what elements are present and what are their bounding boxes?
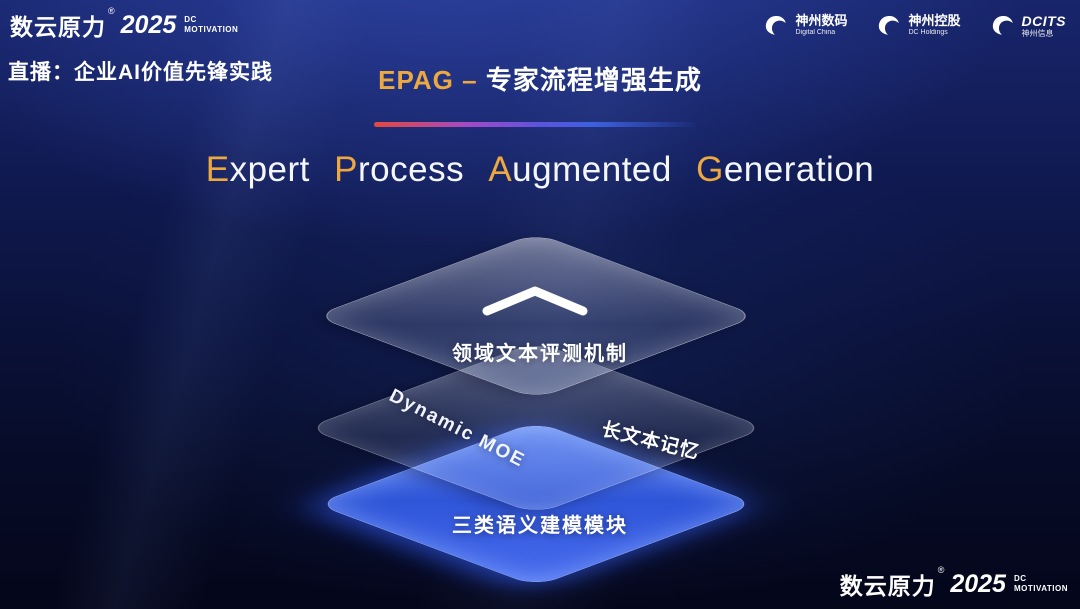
hero-title: Expert Process Augmented Generation bbox=[0, 150, 1080, 190]
hero-rest: ugmented bbox=[512, 150, 672, 189]
page-title-accent: EPAG bbox=[378, 65, 454, 95]
partner-name-en: DCITS bbox=[1021, 12, 1066, 29]
hero-word-generation: Generation bbox=[696, 150, 874, 189]
partner-dcits: DCITS 神州信息 bbox=[989, 12, 1067, 39]
brand-name: 数云原力 bbox=[10, 14, 106, 40]
hero-initial: A bbox=[488, 150, 513, 189]
partner-text: 神州控股 DC Holdings bbox=[908, 13, 961, 37]
hero-rest: xpert bbox=[229, 150, 310, 189]
partner-name-zh: 神州信息 bbox=[1021, 28, 1054, 38]
brand-year: 2025 bbox=[120, 10, 177, 39]
registered-mark: ® bbox=[937, 565, 945, 575]
chevron-up-icon bbox=[482, 286, 588, 316]
brand-subtitle: DC MOTIVATION bbox=[1014, 574, 1068, 593]
partner-text: DCITS 神州信息 bbox=[1022, 13, 1067, 38]
partner-name-en: DC Holdings bbox=[908, 28, 948, 36]
partner-name-en: Digital China bbox=[795, 28, 836, 36]
brand-sub-line1: DC bbox=[184, 15, 197, 25]
registered-mark: ® bbox=[108, 6, 115, 16]
brand-name: 数云原力 bbox=[839, 573, 936, 599]
hero-word-process: Process bbox=[334, 150, 464, 189]
hero-initial: E bbox=[205, 150, 230, 189]
dcits-swoosh-icon bbox=[992, 15, 1013, 35]
digital-china-swoosh-icon bbox=[766, 15, 787, 35]
hero-word-expert: Expert bbox=[206, 150, 310, 189]
layer-bottom-label: 三类语义建模模块 bbox=[452, 515, 628, 537]
brand-sub-line2: MOTIVATION bbox=[1013, 584, 1068, 593]
brand-logo-bottom: 数云原力 ® 2025 DC MOTIVATION bbox=[839, 565, 1068, 601]
hero-rest: rocess bbox=[357, 150, 465, 189]
brand-year: 2025 bbox=[950, 569, 1006, 598]
live-banner: 直播：企业AI价值先锋实践 bbox=[8, 61, 273, 84]
hero-rest: eneration bbox=[723, 150, 875, 189]
dc-holdings-swoosh-icon bbox=[879, 15, 900, 35]
brand-subtitle: DC MOTIVATION bbox=[184, 15, 238, 34]
hero-initial: P bbox=[334, 150, 358, 189]
hero-initial: G bbox=[696, 150, 724, 189]
page-title: EPAG – 专家流程增强生成 bbox=[0, 60, 1080, 97]
brand-sub-line1: DC bbox=[1013, 574, 1027, 584]
page-title-dash: – bbox=[462, 65, 478, 95]
partner-digital-china: 神州数码 Digital China bbox=[762, 12, 847, 39]
partner-text: 神州数码 Digital China bbox=[795, 13, 848, 37]
partner-name-zh: 神州控股 bbox=[908, 13, 961, 28]
layer-top-label: 领域文本评测机制 bbox=[452, 343, 628, 365]
hero-word-augmented: Augmented bbox=[488, 150, 672, 189]
page-title-zh: 专家流程增强生成 bbox=[485, 65, 702, 95]
partner-logos: 神州数码 Digital China 神州控股 DC Holdings DCIT… bbox=[762, 12, 1066, 39]
brand-sub-line2: MOTIVATION bbox=[184, 25, 239, 34]
partner-name-zh: 神州数码 bbox=[795, 13, 848, 28]
brand-logo-top: 数云原力 ® 2025 DC MOTIVATION bbox=[10, 6, 238, 42]
gradient-underline bbox=[374, 122, 696, 127]
partner-dc-holdings: 神州控股 DC Holdings bbox=[875, 12, 961, 39]
